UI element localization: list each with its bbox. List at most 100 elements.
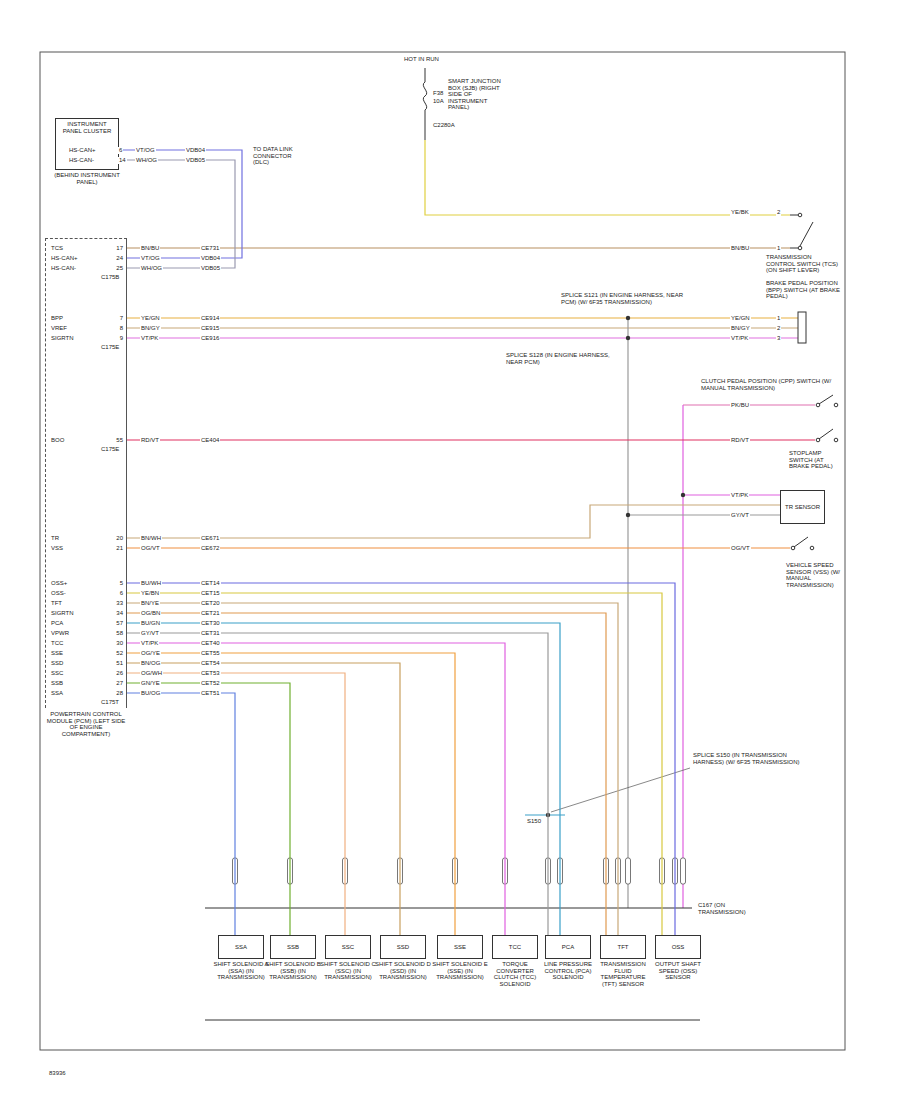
wire-color-code: GN/YE bbox=[140, 680, 161, 687]
wire-label: CLUTCH PEDAL POSITION (CPP) SWITCH (W/ M… bbox=[700, 378, 837, 391]
wire-color-code: OG/BN bbox=[140, 610, 161, 617]
wire-label: SIGRTN bbox=[50, 610, 75, 617]
wire-label: CET20 bbox=[200, 600, 221, 607]
wire-label: F38 bbox=[432, 90, 444, 97]
component-name: SHIFT SOLENOID A (SSA) (IN TRANSMISSION) bbox=[213, 961, 269, 981]
wire-label: YE/GN bbox=[140, 315, 161, 322]
wire-label: 6 bbox=[119, 590, 124, 597]
wire-label: VPWR bbox=[50, 630, 70, 637]
wire-connector bbox=[127, 673, 345, 935]
component-code: TFT bbox=[616, 942, 631, 953]
wire-label: VEHICLE SPEED SENSOR (VSS) (W/ MANUAL TR… bbox=[785, 562, 842, 588]
component-code: SSE bbox=[452, 942, 468, 953]
wire-label: BN/BU bbox=[730, 245, 750, 252]
ground-bus bbox=[627, 318, 628, 908]
wire-label: VREF bbox=[50, 325, 68, 332]
wire-label: S150 bbox=[526, 818, 542, 825]
wire-label: 8 bbox=[119, 325, 124, 332]
feed-wire bbox=[425, 110, 426, 140]
wire-label: GY/VT bbox=[730, 512, 750, 519]
control-module: POWERTRAIN CONTROL MODULE (PCM) (LEFT SI… bbox=[45, 238, 127, 708]
wire-label: BPP bbox=[50, 315, 64, 322]
wire-connector bbox=[127, 663, 400, 935]
wire-label: CET55 bbox=[200, 650, 221, 657]
wire-color-code: BN/OG bbox=[140, 660, 161, 667]
wire-label: BN/GY bbox=[730, 325, 751, 332]
wire-label: SPLICE S121 (IN ENGINE HARNESS, NEAR PCM… bbox=[560, 292, 687, 305]
wire-color-code: BU/WH bbox=[140, 580, 162, 587]
wire-label: CET52 bbox=[200, 680, 221, 687]
component-name: SHIFT SOLENOID B (SSB) (IN TRANSMISSION) bbox=[265, 961, 321, 981]
wire-label: SSD bbox=[50, 660, 64, 667]
wire-label: SSA bbox=[50, 690, 64, 697]
wire-label: 3 bbox=[776, 335, 781, 342]
wire-label: OG/VT bbox=[730, 545, 751, 552]
wire-label: BN/GY bbox=[140, 325, 161, 332]
wire-label: HOT IN RUN bbox=[403, 56, 450, 63]
wire-label: SSE bbox=[50, 650, 64, 657]
component-box: TFTTRANSMISSION FLUID TEMPERATURE (TFT) … bbox=[600, 935, 646, 959]
sensor-box: TR SENSOR bbox=[780, 490, 825, 524]
wire-label: CE916 bbox=[200, 335, 220, 342]
component-name: SHIFT SOLENOID E (SSE) (IN TRANSMISSION) bbox=[432, 961, 488, 981]
component-name: OUTPUT SHAFT SPEED (OSS) SENSOR bbox=[650, 961, 706, 981]
wire-label: 2 bbox=[776, 325, 781, 332]
wire-label: CE915 bbox=[200, 325, 220, 332]
wire-label: OSS+ bbox=[50, 580, 68, 587]
component-code: SSC bbox=[340, 942, 356, 953]
component-box: OSSOUTPUT SHAFT SPEED (OSS) SENSOR bbox=[655, 935, 701, 959]
wire-color-code: OG/WH bbox=[140, 670, 163, 677]
wire-color-code: GY/VT bbox=[140, 630, 160, 637]
component-box: SSASHIFT SOLENOID A (SSA) (IN TRANSMISSI… bbox=[218, 935, 264, 959]
switch-contact bbox=[810, 546, 814, 550]
component-code: SSD bbox=[395, 942, 411, 953]
wire-label: VDB04 bbox=[200, 255, 221, 262]
wire-label: 1 bbox=[776, 245, 781, 252]
wire-color-code: BU/OG bbox=[140, 690, 161, 697]
wire-color-code: BU/GN bbox=[140, 620, 161, 627]
wire-label: RD/VT bbox=[140, 437, 160, 444]
wire-connector bbox=[127, 613, 606, 935]
signal-wire bbox=[127, 327, 798, 328]
wire-label: CE731 bbox=[200, 245, 220, 252]
signal-wire bbox=[127, 337, 798, 338]
wire-label: CET14 bbox=[200, 580, 221, 587]
wire-label: 5 bbox=[119, 580, 124, 587]
wire-connector bbox=[127, 593, 662, 935]
ground-wire bbox=[628, 514, 780, 515]
wire-label: 17 bbox=[115, 245, 124, 252]
component-baseline bbox=[205, 1020, 700, 1021]
component-name: SHIFT SOLENOID D (SSD) (IN TRANSMISSION) bbox=[375, 961, 431, 981]
wire-label: VT/PK bbox=[140, 335, 159, 342]
wire-label: RD/VT bbox=[730, 437, 750, 444]
component-name: SHIFT SOLENOID C (SSC) (IN TRANSMISSION) bbox=[320, 961, 376, 981]
wire-connector bbox=[127, 505, 780, 538]
wire-label: SSB bbox=[50, 680, 64, 687]
component-code: SSB bbox=[285, 942, 301, 953]
wire-label: C2280A bbox=[432, 122, 456, 129]
connector-pin bbox=[626, 858, 631, 884]
wire-label: CET21 bbox=[200, 610, 221, 617]
wire-label: CET54 bbox=[200, 660, 221, 667]
component-box: SSCSHIFT SOLENOID C (SSC) (IN TRANSMISSI… bbox=[325, 935, 371, 959]
wire-label: CE672 bbox=[200, 545, 220, 552]
wire-color-code: WH/OG bbox=[140, 265, 163, 272]
wire-label: VSS bbox=[50, 545, 64, 552]
wire-label: 9 bbox=[119, 335, 124, 342]
wire-label: 21 bbox=[115, 545, 124, 552]
wire-connector bbox=[127, 693, 235, 935]
wire-label: TR bbox=[50, 535, 60, 542]
component-code: TR SENSOR bbox=[783, 502, 822, 513]
wire-connector bbox=[127, 623, 560, 935]
wire-label: VDB04 bbox=[185, 147, 206, 154]
splice-dot bbox=[626, 513, 630, 517]
wire-label: 1 bbox=[776, 315, 781, 322]
wire-label: SIGRTN bbox=[50, 335, 75, 342]
signal-wire bbox=[682, 405, 683, 908]
wire-label: PK/BU bbox=[730, 402, 750, 409]
component-code: SSA bbox=[233, 942, 249, 953]
component-name: (BEHIND INSTRUMENT PANEL) bbox=[50, 172, 124, 185]
wire-label: 7 bbox=[119, 315, 124, 322]
wire-connector bbox=[119, 160, 235, 268]
